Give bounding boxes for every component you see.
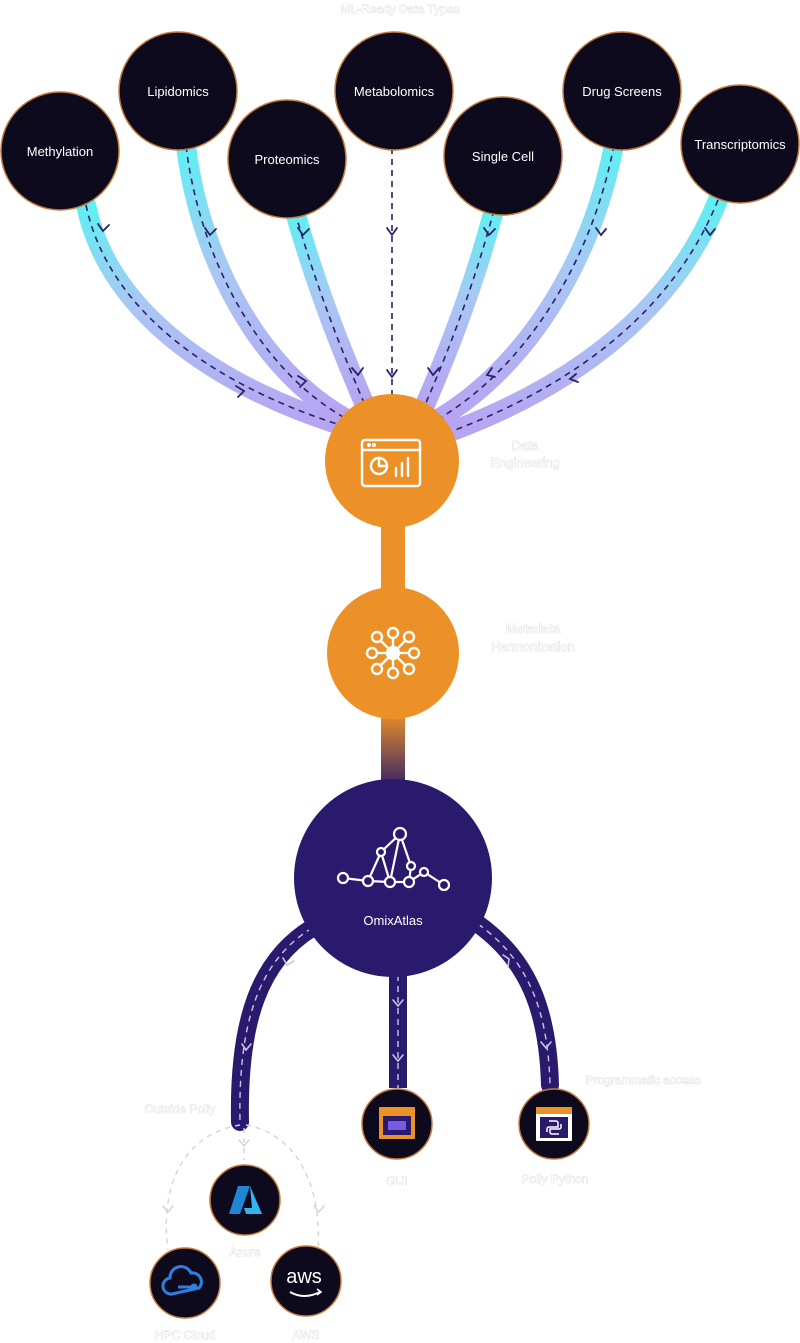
- node-transcriptomics[interactable]: Transcriptomics: [680, 84, 800, 204]
- network-hub-icon: [365, 626, 421, 680]
- connector-proteomics: [285, 202, 375, 415]
- node-azure[interactable]: [209, 1164, 281, 1236]
- output-connectors: [230, 915, 559, 1131]
- polly-python-label: Polly Python: [522, 1172, 589, 1186]
- node-gui[interactable]: [361, 1088, 433, 1160]
- data-engineering-label-line1: Data: [511, 438, 539, 453]
- node-metabolomics[interactable]: Metabolomics: [334, 31, 454, 151]
- connector-harmonization-omixatlas: [381, 712, 405, 792]
- gui-label: GUI: [386, 1174, 407, 1188]
- node-aws[interactable]: aws: [270, 1245, 342, 1317]
- node-methylation[interactable]: Methylation: [0, 91, 120, 211]
- connector-transcriptomics: [445, 190, 728, 440]
- hpc-cloud-label: HPC Cloud: [155, 1328, 215, 1342]
- data-type-nodes: Methylation Lipidomics Proteomics Metabo…: [0, 31, 800, 219]
- node-single-cell-label: Single Cell: [472, 149, 534, 164]
- aws-label: AWS: [293, 1328, 320, 1342]
- dashboard-chart-icon: [360, 438, 422, 488]
- node-transcriptomics-label: Transcriptomics: [694, 137, 786, 152]
- data-engineering-label-line2: Engineering: [490, 455, 559, 470]
- python-window-icon: [536, 1107, 572, 1141]
- graph-network-icon: [336, 826, 451, 892]
- metadata-harmonization-label-line1: Metadata: [506, 621, 561, 636]
- node-proteomics[interactable]: Proteomics: [227, 99, 347, 219]
- node-proteomics-label: Proteomics: [254, 152, 320, 167]
- node-metadata-harmonization[interactable]: [327, 587, 459, 719]
- omixatlas-label: OmixAtlas: [363, 913, 423, 928]
- node-lipidomics-label: Lipidomics: [147, 84, 209, 99]
- connector-engineering-harmonization: [381, 515, 405, 595]
- outside-polly-connectors: [165, 1124, 320, 1251]
- node-single-cell[interactable]: Single Cell: [443, 96, 563, 216]
- node-hpc-cloud[interactable]: [149, 1247, 221, 1319]
- node-drug-screens[interactable]: Drug Screens: [562, 31, 682, 151]
- diagram-title: ML-Ready Data Types: [340, 2, 459, 16]
- azure-icon: [229, 1186, 262, 1214]
- outside-polly-label: Outside Polly: [145, 1102, 216, 1116]
- window-icon: [379, 1107, 415, 1139]
- programmatic-access-label: Programmatic access: [585, 1073, 700, 1087]
- aws-logo-text: aws: [286, 1266, 322, 1288]
- metadata-harmonization-label-line2: Harmonization: [491, 639, 575, 654]
- node-drug-screens-label: Drug Screens: [582, 84, 662, 99]
- node-polly-python[interactable]: [518, 1088, 590, 1160]
- node-metabolomics-label: Metabolomics: [354, 84, 435, 99]
- azure-label: Azure: [229, 1245, 261, 1259]
- cloud-icon: [161, 1265, 203, 1296]
- node-data-engineering[interactable]: [325, 394, 459, 528]
- aws-icon: aws: [286, 1266, 323, 1297]
- data-type-connectors: [76, 135, 728, 440]
- node-methylation-label: Methylation: [27, 144, 93, 159]
- node-lipidomics[interactable]: Lipidomics: [118, 31, 238, 151]
- node-omixatlas[interactable]: OmixAtlas: [294, 779, 492, 977]
